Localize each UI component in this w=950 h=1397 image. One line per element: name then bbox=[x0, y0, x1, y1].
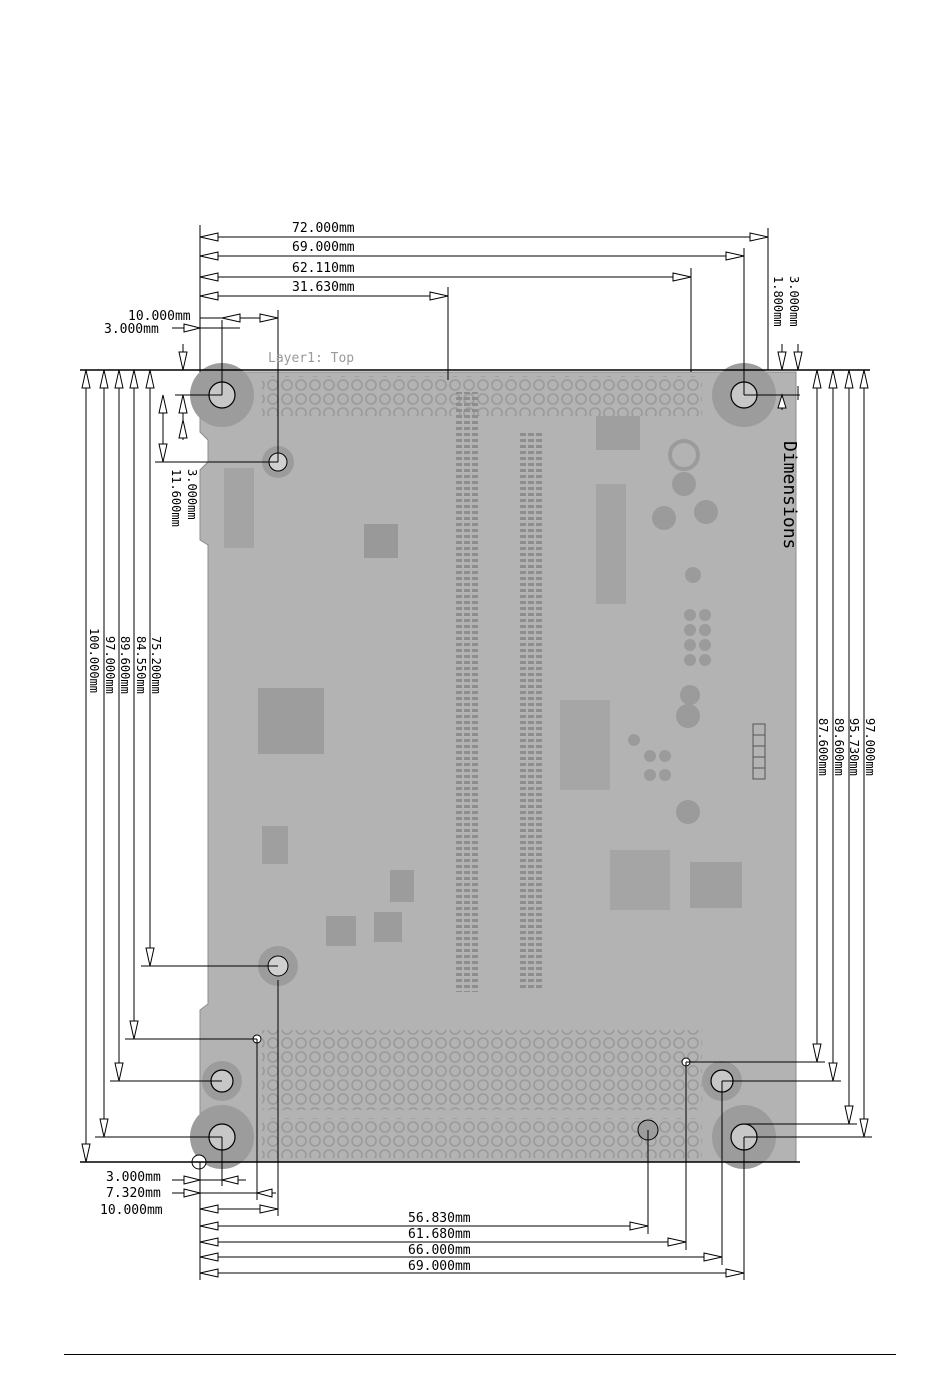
dim-bottom-61-68: 61.680mm bbox=[408, 1227, 471, 1242]
footer-rule bbox=[64, 1354, 896, 1355]
dim-bottom-left-7-32: 7.320mm bbox=[106, 1186, 161, 1201]
dim-right-87-6: 87.600mm bbox=[816, 718, 830, 776]
dim-right-95-73: 95.730mm bbox=[847, 718, 861, 776]
dim-left-100: 100.000mm bbox=[87, 628, 101, 693]
dim-top-62: 62.110mm bbox=[292, 261, 355, 276]
dim-bottom-69: 69.000mm bbox=[408, 1259, 471, 1274]
dim-top-overall: 72.000mm bbox=[292, 221, 355, 236]
layer-label: Layer1: Top bbox=[268, 351, 354, 366]
dim-left-inner-3: 3.000mm bbox=[185, 469, 199, 520]
dimensions-title: Dimensions bbox=[779, 441, 800, 549]
dim-left-75-2: 75.200mm bbox=[149, 636, 163, 694]
dim-top-31: 31.630mm bbox=[292, 280, 355, 295]
dim-bottom-56-83: 56.830mm bbox=[408, 1211, 471, 1226]
dim-bottom-66: 66.000mm bbox=[408, 1243, 471, 1258]
dim-left-97: 97.000mm bbox=[103, 636, 117, 694]
dim-top-right-3: 3.000mm bbox=[787, 276, 801, 327]
dim-left-84-55: 84.550mm bbox=[134, 636, 148, 694]
dim-bottom-left-10: 10.000mm bbox=[100, 1203, 163, 1218]
dim-top-hole-span: 69.000mm bbox=[292, 240, 355, 255]
dim-right-89-6: 89.600mm bbox=[832, 718, 846, 776]
dim-top-right-1-8: 1.800mm bbox=[771, 276, 785, 327]
dim-left-89-6: 89.600mm bbox=[118, 636, 132, 694]
dim-left-inner-11-6: 11.600mm bbox=[169, 469, 183, 527]
pcb-board bbox=[200, 372, 796, 1162]
dim-top-left-3: 3.000mm bbox=[104, 322, 159, 337]
dim-bottom-left-3: 3.000mm bbox=[106, 1170, 161, 1185]
dim-right-97: 97.000mm bbox=[863, 718, 877, 776]
